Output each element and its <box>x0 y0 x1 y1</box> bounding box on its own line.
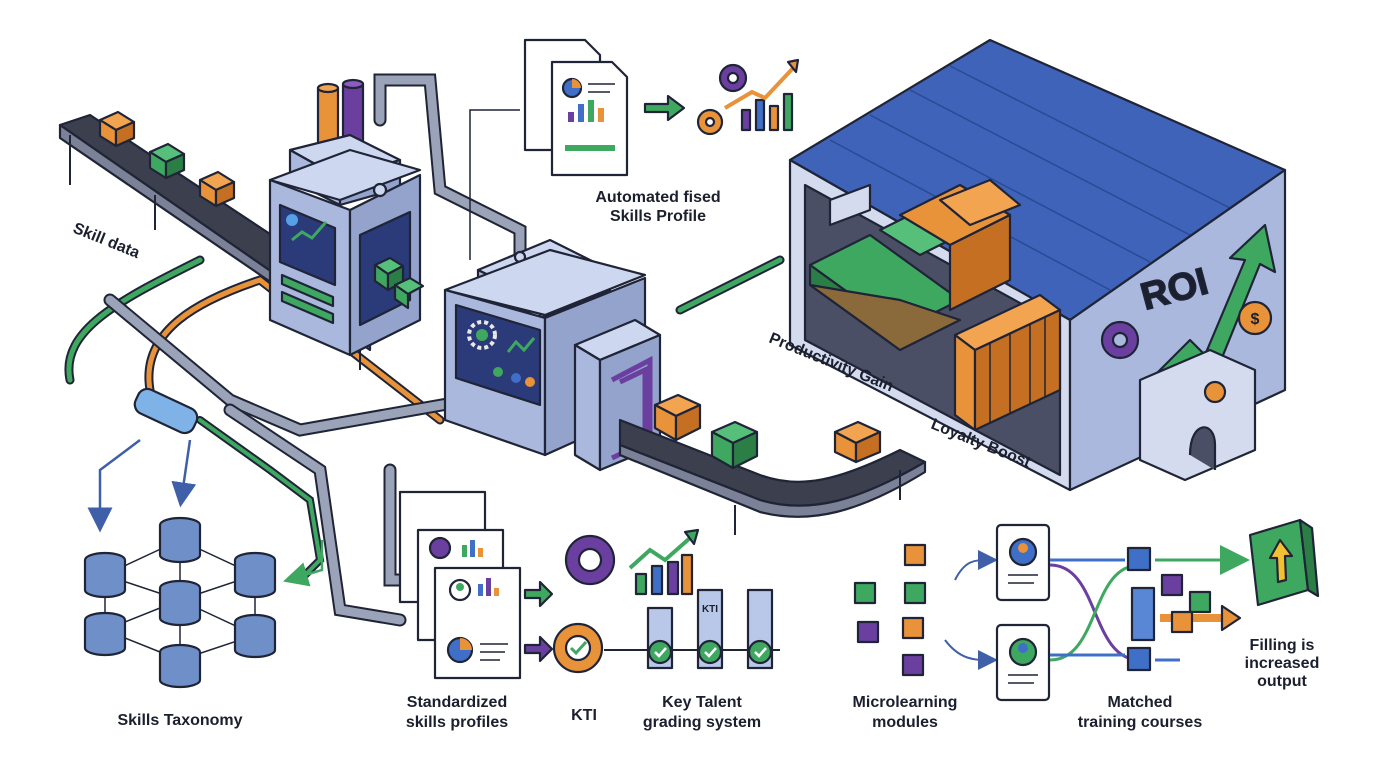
kti-analytics <box>564 528 700 596</box>
input-skill-block-orange-2 <box>198 170 236 208</box>
coin-symbol: $ <box>1251 311 1260 328</box>
matched-label-line1: Matched <box>1108 694 1173 711</box>
kti-bar-text: KTI <box>702 604 718 615</box>
loyalty-crate-stack <box>953 293 1062 432</box>
key-talent-label-line1: Key Talent <box>662 694 742 711</box>
filling-label-line1: Filling is <box>1250 637 1315 654</box>
taxonomy-database-node <box>83 551 127 599</box>
key-talent-label-line2: grading system <box>643 714 761 731</box>
microlearning-cubes <box>853 543 998 677</box>
filling-label-line2: increased <box>1245 655 1320 672</box>
kti-label: KTI <box>571 707 597 724</box>
productivity-crate-stack <box>808 178 1022 352</box>
skills-taxonomy-label: Skills Taxonomy <box>117 712 242 729</box>
profiling-machine <box>268 78 425 357</box>
standardized-label-line1: Standardized <box>407 694 507 711</box>
candidate-profile-cards <box>995 523 1051 702</box>
grading-bars: KTI <box>604 588 780 670</box>
output-conveyor <box>618 393 927 535</box>
pipe-network <box>64 73 785 627</box>
taxonomy-database-node <box>158 516 202 564</box>
roi-warehouse: ROI $ <box>788 38 1287 492</box>
output-increase-icon <box>1248 518 1320 607</box>
standardized-profile-documents <box>398 490 554 680</box>
kti-gear-icon <box>552 622 604 674</box>
taxonomy-database-node <box>83 611 127 657</box>
standardized-label-line2: skills profiles <box>406 714 508 731</box>
output-block-orange-2 <box>833 420 882 464</box>
automated-profile-documents <box>469 38 800 260</box>
training-match-flows <box>1049 545 1250 672</box>
taxonomy-database-node <box>233 551 277 599</box>
matched-label-line2: training courses <box>1078 714 1203 731</box>
taxonomy-database-node <box>233 613 277 659</box>
skill-data-label: Skill data <box>71 220 143 262</box>
filling-label-line3: output <box>1257 673 1307 690</box>
input-skill-block-green <box>148 142 186 180</box>
taxonomy-database-node <box>158 579 202 627</box>
skills-taxonomy-network <box>83 439 324 689</box>
input-skill-block-orange <box>98 110 136 148</box>
output-block-orange <box>653 393 702 442</box>
automated-profile-label-line1: Automated fised <box>595 189 720 206</box>
microlearning-label-line2: modules <box>872 714 938 731</box>
automated-profile-label-line2: Skills Profile <box>610 208 706 225</box>
output-block-green <box>710 420 759 470</box>
taxonomy-database-node <box>158 643 202 689</box>
microlearning-label-line1: Microlearning <box>853 694 958 711</box>
